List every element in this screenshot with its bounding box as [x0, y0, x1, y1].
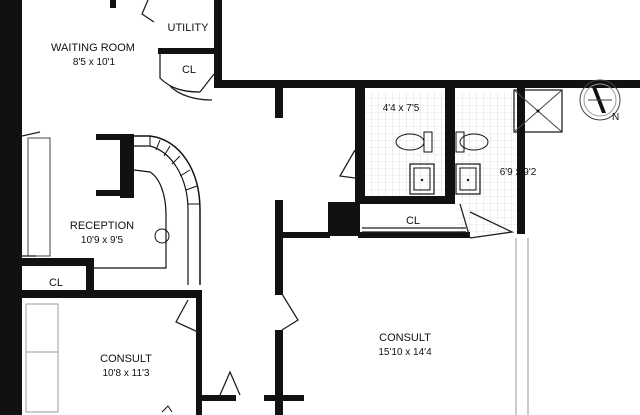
- waiting-room-dims: 8'5 x 10'1: [73, 57, 116, 68]
- bath-left-dims: 4'4 x 7'5: [383, 103, 420, 114]
- consult-right-dims: 15'10 x 14'4: [378, 347, 432, 358]
- reception-name: RECEPTION: [70, 220, 134, 232]
- bath-right-tile-floor: [457, 92, 517, 234]
- reception-chair-icon: [154, 228, 170, 244]
- utility-name: UTILITY: [168, 22, 210, 34]
- closet-mid-name: CL: [406, 215, 420, 227]
- reception-dims: 10'9 x 9'5: [81, 235, 124, 246]
- compass-north-label: N: [612, 112, 619, 123]
- toilet-icon: [455, 131, 489, 153]
- consult-left-dims: 10'8 x 11'3: [102, 368, 149, 379]
- toilet-icon: [395, 131, 433, 153]
- bath-fixtures: [395, 89, 563, 195]
- consult-right-name: CONSULT: [379, 332, 431, 344]
- doors: [20, 131, 515, 396]
- bath-left-tile-floor: [366, 92, 446, 202]
- sink-icon: [455, 163, 481, 195]
- waiting-room-name: WAITING ROOM: [51, 42, 135, 54]
- sink-icon: [409, 163, 435, 195]
- closet-left-name: CL: [49, 277, 63, 289]
- consult-left-name: CONSULT: [100, 353, 152, 365]
- interior-lines: [25, 0, 529, 415]
- shower-icon: [513, 89, 563, 133]
- room-labels: WAITING ROOM 8'5 x 10'1 UTILITY CL 4'4 x…: [49, 22, 537, 379]
- compass: N: [579, 79, 621, 123]
- bath-right-dims: 6'9 x 9'2: [500, 167, 537, 178]
- closet-top-name: CL: [182, 64, 196, 76]
- chair-icon: [161, 405, 173, 413]
